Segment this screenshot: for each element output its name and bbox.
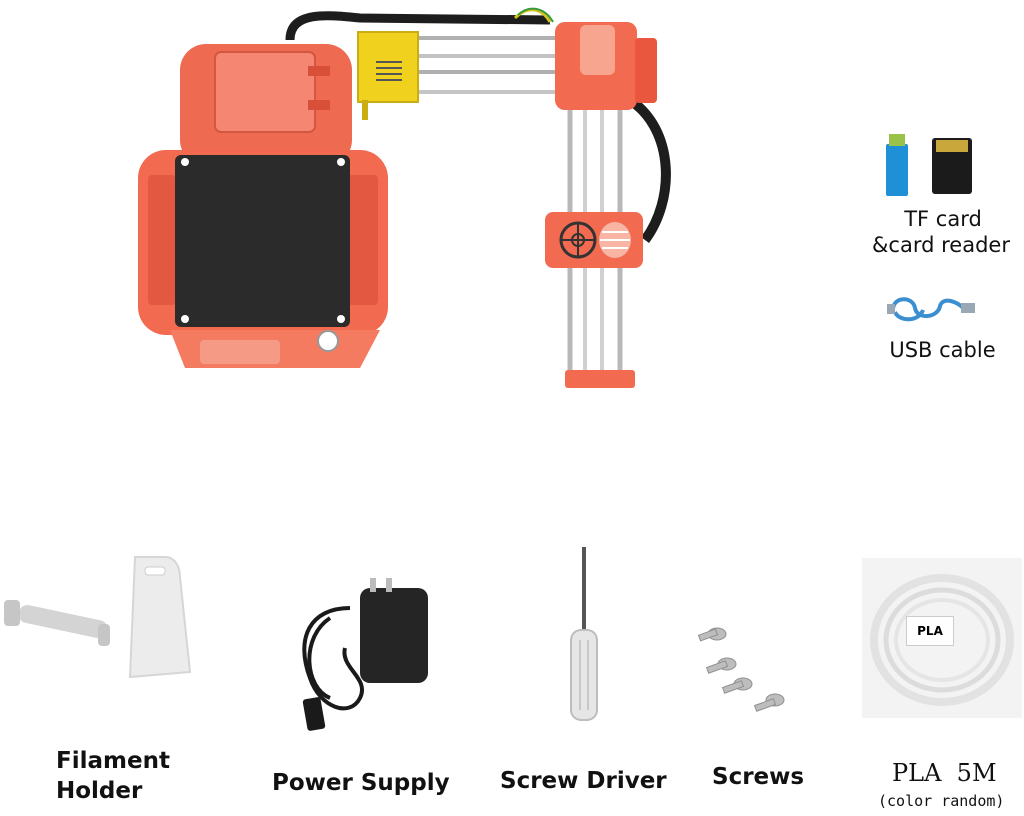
power-button-icon	[317, 330, 339, 352]
filament-coil-icon	[870, 574, 1014, 706]
tf-card-label-line1: TF card	[904, 207, 982, 231]
screwdriver-icon	[570, 547, 598, 721]
card-reader-icon	[886, 134, 972, 196]
filament-holder-label-line2: Holder	[56, 778, 143, 804]
tf-card-label-line2: &card reader	[872, 233, 1010, 257]
pla-filament-image: PLA	[862, 558, 1022, 718]
cable-chain-side	[627, 95, 671, 243]
pla-tag: PLA	[906, 616, 954, 646]
pla-title-label: PLA 5M	[892, 759, 997, 787]
screws-icon	[697, 627, 785, 712]
filament-holder-image	[0, 552, 200, 692]
filament-holder-label: Filament Holder	[56, 746, 170, 806]
tf-card-label: TF card &card reader	[868, 206, 1018, 258]
filament-holder-icon	[4, 556, 192, 679]
cable-chain-top	[285, 11, 551, 41]
power-adapter-icon	[302, 578, 428, 731]
adapter-body	[360, 588, 428, 683]
usb-cable-label: USB cable	[889, 338, 996, 362]
filament-holder-label-line1: Filament	[56, 748, 170, 774]
power-supply-label: Power Supply	[272, 770, 450, 796]
pla-note-label: (color random)	[878, 792, 1005, 810]
usb-cable-image	[883, 288, 978, 328]
printer-illustration	[138, 7, 671, 388]
bottom-foot	[565, 370, 635, 388]
power-supply-image	[290, 578, 440, 738]
screws-image	[695, 622, 795, 722]
screws-label: Screws	[712, 764, 805, 790]
screw-driver-image	[560, 545, 610, 725]
printer-image	[130, 0, 690, 400]
print-bed	[175, 155, 350, 327]
usb-cable-icon	[887, 297, 975, 322]
screw-driver-label: Screw Driver	[500, 768, 667, 794]
tf-card-image	[880, 130, 980, 200]
